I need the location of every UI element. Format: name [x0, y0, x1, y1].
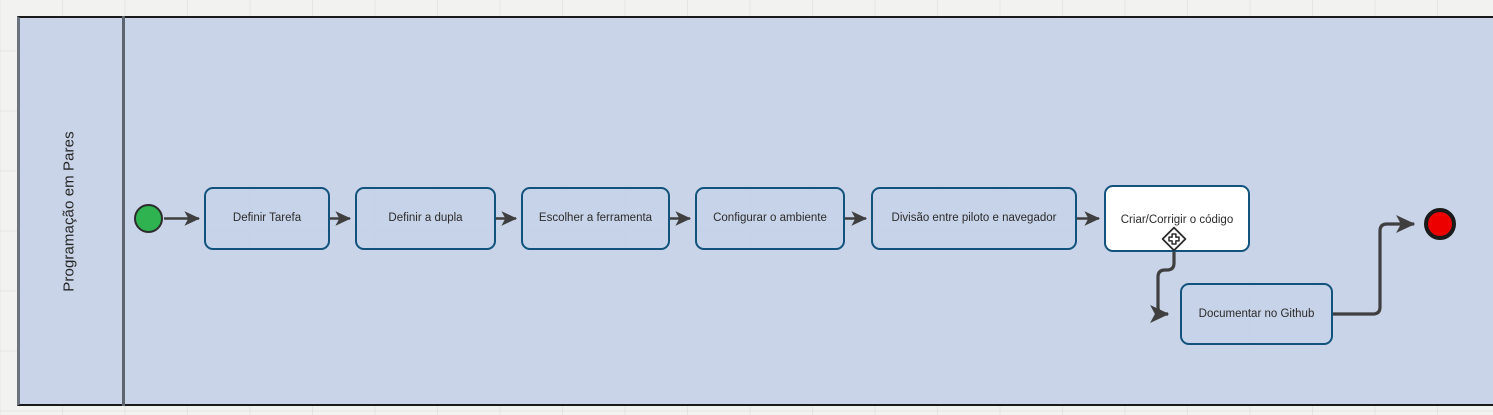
- lane-label: Programação em Pares: [61, 130, 78, 292]
- complex-gateway-icon: [1161, 226, 1187, 252]
- lane-divider: [122, 16, 125, 406]
- task-documentar-no-github[interactable]: Documentar no Github: [1180, 283, 1333, 345]
- task-divisao-entre-piloto-e-navegador[interactable]: Divisão entre piloto e navegador: [871, 187, 1077, 250]
- task-definir-tarefa[interactable]: Definir Tarefa: [204, 187, 330, 250]
- end-event[interactable]: [1424, 208, 1456, 240]
- task-escolher-a-ferramenta[interactable]: Escolher a ferramenta: [521, 187, 670, 250]
- lane-header: Programação em Pares: [17, 16, 122, 406]
- start-event[interactable]: [134, 204, 163, 233]
- task-definir-a-dupla[interactable]: Definir a dupla: [355, 187, 496, 250]
- task-configurar-o-ambiente[interactable]: Configurar o ambiente: [695, 187, 845, 250]
